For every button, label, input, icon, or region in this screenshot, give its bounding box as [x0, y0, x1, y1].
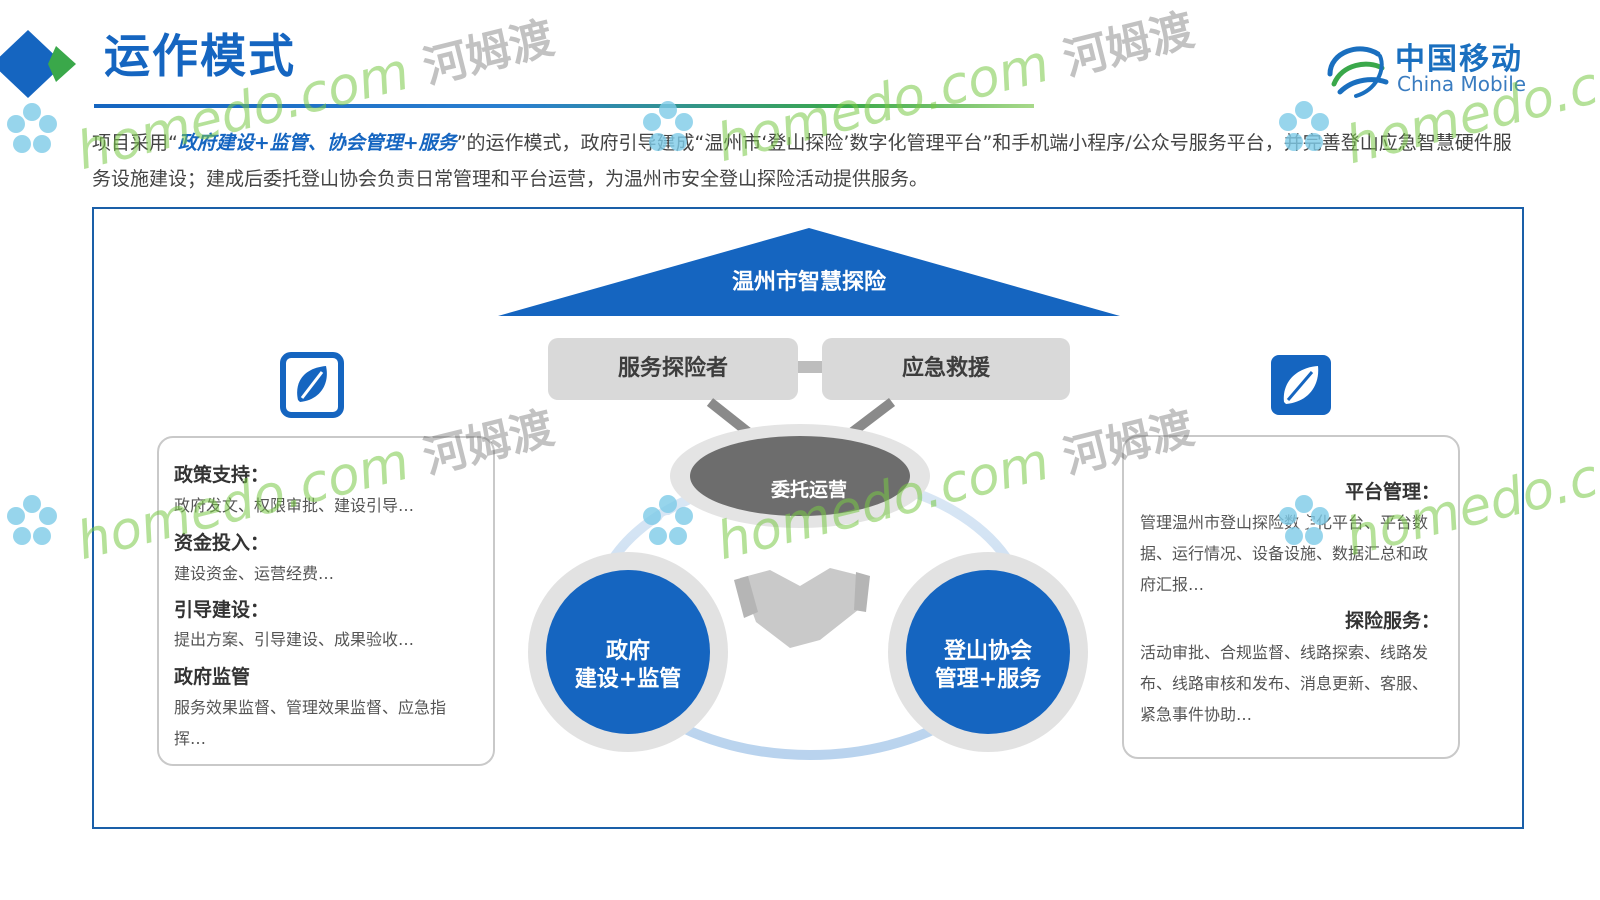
assoc-label-line1: 登山协会	[943, 639, 1032, 664]
entrust-operation-label: 委托运营	[770, 479, 847, 501]
watermark-flower-icon	[643, 101, 693, 151]
watermark-flower-icon	[1279, 495, 1329, 545]
left-section-title: 资金投入：	[174, 532, 270, 554]
left-panel	[157, 436, 495, 766]
china-mobile-logo	[1327, 46, 1389, 98]
title-diamond-icon	[0, 30, 76, 98]
watermark-flower-icon	[7, 495, 57, 545]
watermark-cn: 河姆渡	[418, 12, 559, 94]
right-section-text: 活动审批、合规监督、线路探索、线路发布、线路审核和发布、消息更新、客服、紧急事件…	[1140, 643, 1429, 724]
left-section-title: 引导建设：	[174, 599, 270, 621]
intro-prefix: 项目采用“	[92, 132, 178, 154]
brand-name-cn: 中国移动	[1395, 42, 1523, 77]
entrust-ellipse	[690, 436, 910, 516]
left-section-text: 服务效果监督、管理效果监督、应急指挥…	[174, 698, 447, 748]
watermark-flower-icon	[7, 103, 57, 153]
gov-label: 政府 建设+监管	[548, 638, 708, 694]
diagram-frame	[92, 207, 1524, 829]
roof-triangle	[498, 228, 1120, 316]
association-label: 登山协会 管理+服务	[908, 638, 1068, 694]
gov-label-line1: 政府	[605, 639, 650, 664]
intro-paragraph: 项目采用“政府建设+监管、协会管理+服务”的运作模式，政府引导建成“温州市‘登山…	[92, 125, 1522, 197]
operation-model-diagram	[528, 398, 1088, 760]
left-section-title: 政策支持：	[174, 464, 270, 486]
pill-connector	[796, 361, 824, 373]
left-section-text: 提出方案、引导建设、成果验收…	[174, 630, 415, 649]
watermark-cn: 河姆渡	[1058, 4, 1199, 86]
left-section-text: 建设资金、运营经费…	[174, 564, 335, 583]
assoc-circle	[906, 570, 1070, 734]
intro-emphasis: 政府建设+监管、协会管理+服务	[177, 132, 457, 154]
page-title: 运作模式	[104, 29, 296, 83]
right-panel	[1122, 435, 1460, 759]
assoc-label-line2: 管理+服务	[934, 667, 1042, 692]
leaf-icon	[280, 352, 344, 418]
intro-suffix: ”的运作模式，政府引导建成“温州市‘登山探险’数字化管理平台”和手机端小程序/公…	[92, 132, 1512, 190]
brand-name-en: China Mobile	[1397, 72, 1527, 96]
serve-explorers-pill: 服务探险者	[548, 338, 798, 400]
right-section-title: 平台管理：	[1344, 481, 1440, 503]
watermark-flower-icon	[1279, 101, 1329, 151]
roof-title: 温州市智慧探险	[731, 270, 886, 295]
emergency-rescue-pill: 应急救援	[822, 338, 1070, 400]
left-section-title: 政府监管	[174, 666, 251, 688]
watermark-flower-icon	[643, 495, 693, 545]
leaf-edit-icon	[1271, 355, 1331, 415]
gov-label-line2: 建设+监管	[574, 667, 682, 692]
left-section-text: 政府发文、权限审批、建设引导…	[174, 496, 415, 515]
gov-circle	[546, 570, 710, 734]
title-underline	[94, 104, 1034, 108]
right-section-title: 探险服务：	[1344, 610, 1440, 632]
handshake-icon	[734, 568, 870, 648]
